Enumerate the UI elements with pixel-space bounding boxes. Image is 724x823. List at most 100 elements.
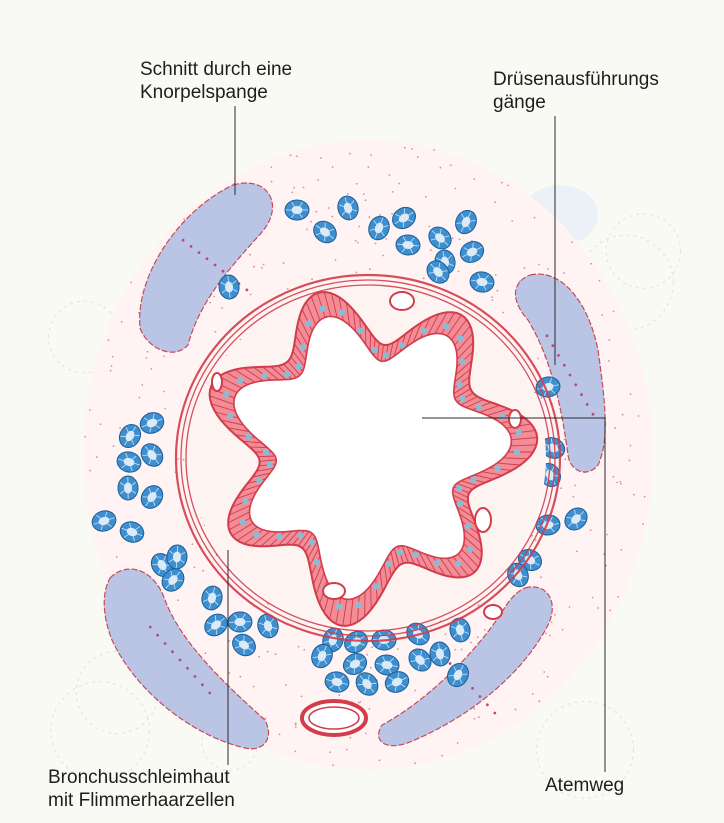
- tissue-dot: [253, 266, 255, 268]
- tissue-dot: [478, 716, 480, 718]
- goblet-cell: [465, 523, 471, 529]
- tissue-dot: [564, 438, 566, 440]
- tissue-dot: [397, 648, 399, 650]
- tissue-dot: [606, 534, 608, 536]
- tissue-dot: [110, 370, 112, 372]
- tissue-dot: [599, 280, 601, 282]
- goblet-cell: [245, 433, 251, 439]
- tissue-dot: [329, 751, 331, 753]
- tissue-dot: [547, 268, 549, 270]
- tissue-dot: [554, 614, 556, 616]
- tissue-dot: [573, 496, 575, 498]
- tissue-dot: [293, 187, 295, 189]
- tissue-dot: [271, 181, 273, 183]
- tissue-dot: [590, 529, 592, 531]
- tissue-dot: [349, 153, 351, 155]
- tissue-dot: [141, 384, 143, 386]
- tissue-dot: [366, 654, 368, 656]
- chondrocyte-dot: [580, 393, 583, 396]
- goblet-cell: [412, 552, 418, 558]
- tissue-dot: [177, 458, 179, 460]
- tissue-dot: [209, 302, 211, 304]
- tissue-dot: [285, 684, 287, 686]
- tissue-dot: [613, 476, 615, 478]
- tissue-dot: [365, 733, 367, 735]
- small-blood-vessel: [323, 583, 345, 599]
- goblet-cell: [336, 604, 342, 610]
- tissue-dot: [303, 187, 305, 189]
- tissue-dot: [298, 646, 300, 648]
- goblet-cell: [476, 404, 482, 410]
- goblet-cell: [242, 498, 248, 504]
- tissue-dot: [213, 296, 215, 298]
- label-cartilage-section: Schnitt durch eine Knorpelspange: [140, 58, 292, 104]
- goblet-cell: [373, 583, 379, 589]
- tissue-dot: [398, 183, 400, 185]
- tissue-dot: [177, 599, 179, 601]
- chondrocyte-dot: [222, 270, 225, 273]
- goblet-cell: [456, 486, 462, 492]
- goblet-cell: [306, 320, 312, 326]
- tissue-dot: [382, 255, 384, 257]
- chondrocyte-dot: [201, 683, 204, 686]
- tissue-dot: [355, 240, 357, 242]
- chondrocyte-dot: [182, 239, 185, 242]
- tissue-dot: [139, 397, 141, 399]
- tissue-dot: [473, 178, 475, 180]
- gland-acinus: [228, 612, 253, 633]
- tissue-dot: [414, 690, 416, 692]
- chondrocyte-dot: [563, 364, 566, 367]
- tissue-dot: [163, 356, 165, 358]
- tissue-dot: [151, 368, 153, 370]
- tissue-dot: [369, 216, 371, 218]
- chondrocyte-dot: [194, 675, 197, 678]
- tissue-dot: [332, 166, 334, 168]
- tissue-dot: [501, 182, 503, 184]
- tissue-dot: [332, 216, 334, 218]
- goblet-cell: [371, 347, 377, 353]
- tissue-dot: [295, 751, 297, 753]
- tissue-dot: [291, 192, 293, 194]
- chondrocyte-dot: [574, 383, 577, 386]
- tissue-dot: [507, 185, 509, 187]
- goblet-cell: [223, 392, 229, 398]
- tissue-dot: [301, 696, 303, 698]
- tissue-dot: [310, 221, 312, 223]
- tissue-dot: [495, 274, 497, 276]
- tissue-dot: [363, 193, 365, 195]
- tissue-dot: [265, 718, 267, 720]
- tissue-dot: [369, 268, 371, 270]
- tissue-dot: [250, 294, 252, 296]
- tissue-dot: [592, 597, 594, 599]
- tissue-dot: [547, 676, 549, 678]
- chondrocyte-dot: [546, 334, 549, 337]
- tissue-dot: [494, 201, 496, 203]
- tissue-dot: [296, 155, 298, 157]
- gland-acinus: [285, 200, 309, 220]
- tissue-dot: [356, 272, 358, 274]
- goblet-cell: [300, 344, 306, 350]
- tissue-dot: [478, 604, 480, 606]
- tissue-dot: [571, 241, 573, 243]
- tissue-dot: [455, 649, 457, 651]
- alveolus-outline: [606, 214, 680, 288]
- tissue-dot: [228, 672, 230, 674]
- tissue-dot: [100, 423, 102, 425]
- chondrocyte-dot: [186, 667, 189, 670]
- tissue-dot: [261, 267, 263, 269]
- tissue-dot: [630, 445, 632, 447]
- tissue-dot: [89, 409, 91, 411]
- gland-acinus: [118, 476, 138, 500]
- goblet-cell: [355, 602, 361, 608]
- epithelial-cell-border: [365, 592, 366, 617]
- tissue-dot: [287, 288, 289, 290]
- goblet-cell: [357, 328, 363, 334]
- tissue-dot: [642, 523, 644, 525]
- tissue-dot: [84, 436, 86, 438]
- tissue-dot: [433, 149, 435, 151]
- tissue-dot: [511, 220, 513, 222]
- tissue-dot: [89, 470, 91, 472]
- tissue-dot: [429, 226, 431, 228]
- tissue-dot: [379, 214, 381, 216]
